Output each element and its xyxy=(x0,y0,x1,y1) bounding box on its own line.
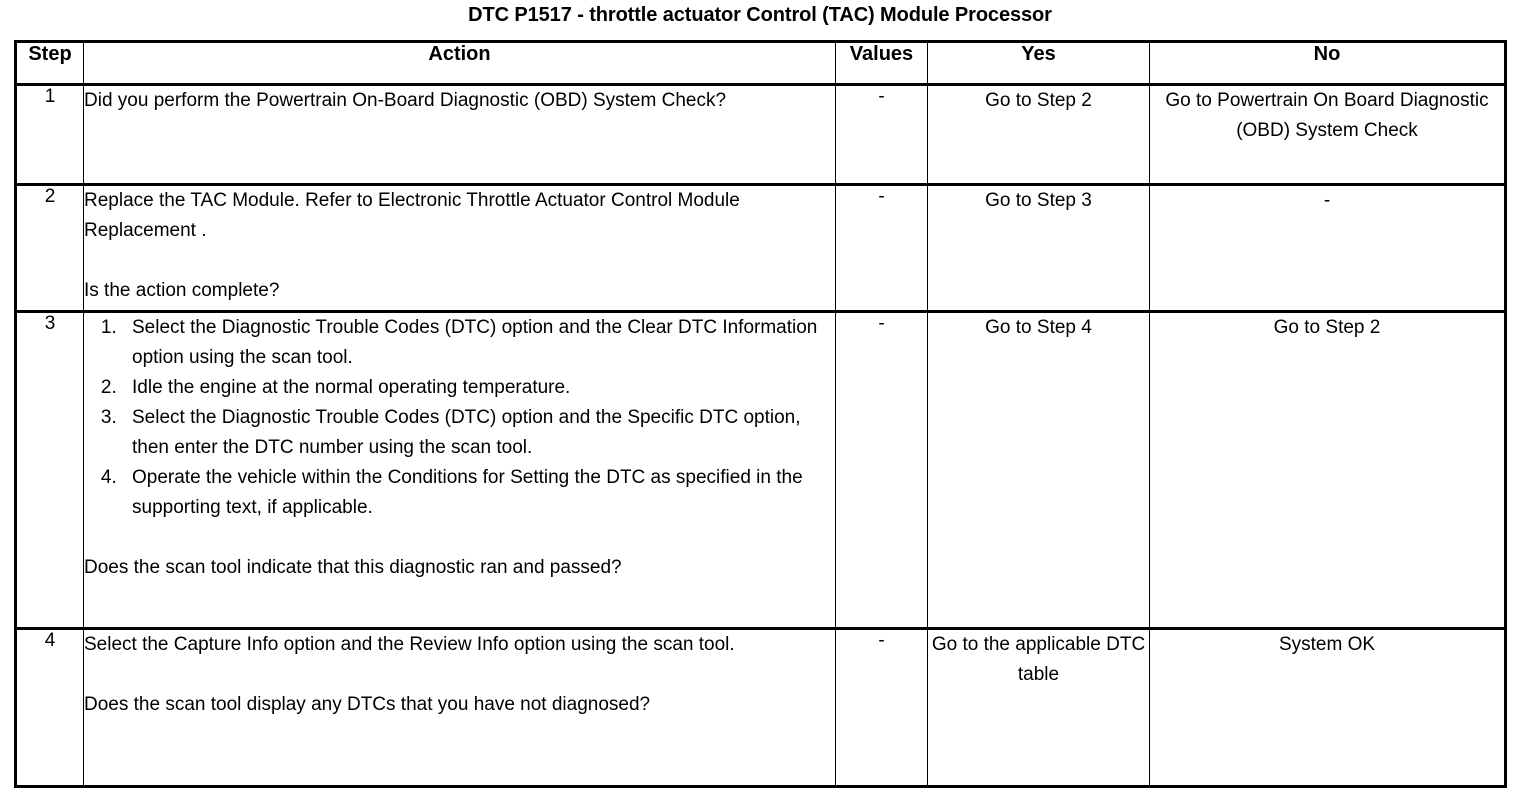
table-row: 4 Select the Capture Info option and the… xyxy=(15,628,1506,788)
cell-no: Go to Powertrain On Board Diagnostic (OB… xyxy=(1149,84,1506,186)
action-question: Does the scan tool display any DTCs that… xyxy=(84,694,651,715)
column-header-no: No xyxy=(1149,41,1506,86)
cell-step: 4 xyxy=(15,628,84,788)
table-row: 3 Select the Diagnostic Trouble Codes (D… xyxy=(15,311,1506,630)
cell-yes: Go to Step 3 xyxy=(927,184,1150,313)
column-header-action: Action xyxy=(83,41,836,86)
table-row: 2 Replace the TAC Module. Refer to Elect… xyxy=(15,184,1506,313)
cell-values: - xyxy=(835,311,928,630)
cell-action: Select the Capture Info option and the R… xyxy=(83,628,836,788)
list-item: Select the Diagnostic Trouble Codes (DTC… xyxy=(122,313,835,373)
spacer xyxy=(84,523,835,553)
cell-action: Did you perform the Powertrain On-Board … xyxy=(83,84,836,186)
action-question: Is the action complete? xyxy=(84,280,280,301)
cell-values: - xyxy=(835,184,928,313)
cell-yes: Go to Step 2 xyxy=(927,84,1150,186)
column-header-step: Step xyxy=(15,41,84,86)
action-paragraph: Replace the TAC Module. Refer to Electro… xyxy=(84,190,740,241)
spacer xyxy=(84,246,835,276)
cell-values: - xyxy=(835,84,928,186)
table-body: 1 Did you perform the Powertrain On-Boar… xyxy=(15,84,1506,788)
column-header-yes: Yes xyxy=(927,41,1150,86)
diagnostic-table: Step Action Values Yes No 1 Did you perf… xyxy=(14,40,1507,788)
action-question: Does the scan tool indicate that this di… xyxy=(84,557,622,578)
cell-action: Replace the TAC Module. Refer to Electro… xyxy=(83,184,836,313)
action-paragraph: Did you perform the Powertrain On-Board … xyxy=(84,90,727,111)
list-item: Select the Diagnostic Trouble Codes (DTC… xyxy=(122,403,835,463)
action-step-list: Select the Diagnostic Trouble Codes (DTC… xyxy=(84,313,835,523)
cell-values: - xyxy=(835,628,928,788)
action-paragraph: Select the Capture Info option and the R… xyxy=(84,634,735,655)
table-header-row: Step Action Values Yes No xyxy=(15,41,1506,86)
cell-no: - xyxy=(1149,184,1506,313)
spacer xyxy=(84,660,835,690)
cell-no: Go to Step 2 xyxy=(1149,311,1506,630)
cell-action: Select the Diagnostic Trouble Codes (DTC… xyxy=(83,311,836,630)
cell-step: 2 xyxy=(15,184,84,313)
table-row: 1 Did you perform the Powertrain On-Boar… xyxy=(15,84,1506,186)
column-header-values: Values xyxy=(835,41,928,86)
page-title: DTC P1517 - throttle actuator Control (T… xyxy=(468,4,1052,26)
list-item: Operate the vehicle within the Condition… xyxy=(122,463,835,523)
cell-step: 3 xyxy=(15,311,84,630)
cell-step: 1 xyxy=(15,84,84,186)
cell-yes: Go to the applicable DTC table xyxy=(927,628,1150,788)
list-item: Idle the engine at the normal operating … xyxy=(122,373,835,403)
cell-no: System OK xyxy=(1149,628,1506,788)
cell-yes: Go to Step 4 xyxy=(927,311,1150,630)
